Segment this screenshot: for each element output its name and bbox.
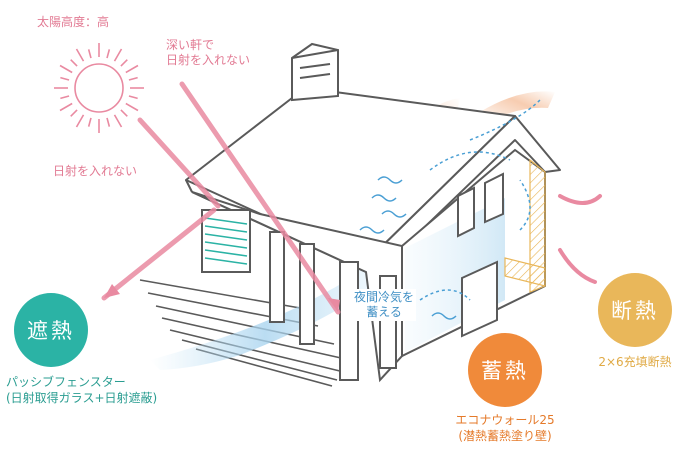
heat-storage-caption: エコナウォール25 (潜熱蓄熱塗り壁): [439, 412, 571, 444]
sun-ray: [125, 102, 139, 112]
sun-ray: [59, 64, 73, 74]
heat-shield-badge: 遮熱: [14, 293, 88, 367]
airflow-dashes: [419, 99, 541, 301]
sun-icon: [54, 43, 144, 133]
heat-shield-caption-line-1: パッシブフェンスター: [6, 375, 126, 389]
sun-ray: [70, 109, 78, 117]
sun-ray: [75, 48, 85, 62]
sun-ray: [106, 49, 111, 59]
night-cool-line-1: 夜間冷気を: [354, 290, 415, 304]
sun-ray: [60, 95, 70, 100]
heat-storage-wall: [405, 198, 505, 352]
insulation-layer: [504, 158, 546, 293]
insulation-badge: 断熱: [598, 273, 672, 347]
night-cool-label: 夜間冷気を 蓄える: [352, 289, 417, 321]
sunlight-arrows: [101, 81, 341, 315]
cool-air-stream: [150, 260, 380, 370]
sun-ray: [60, 76, 70, 81]
deep-eaves-label: 深い軒で 日射を入れない: [166, 38, 250, 68]
sun-ray: [87, 117, 92, 127]
heat-storage-caption-line-2: (潜熱蓄熱塗り壁): [458, 429, 552, 444]
sun-ray: [113, 114, 123, 128]
sun-ray: [106, 117, 111, 127]
sun-ray: [120, 109, 128, 117]
sun-ray: [59, 102, 73, 112]
insulation-caption-line-1: 2×6充填断熱: [598, 355, 672, 369]
chimney: [291, 42, 339, 102]
sun-ray: [113, 48, 123, 62]
deep-eaves-line-1: 深い軒で: [166, 38, 215, 52]
sun-ray: [125, 64, 139, 74]
insulation-caption: 2×6充填断熱: [592, 354, 678, 370]
sun-ray: [128, 95, 138, 100]
sun-ray: [128, 76, 138, 81]
sun-shading-shutter: [201, 209, 251, 273]
no-sunlight-label: 日射を入れない: [53, 164, 138, 178]
heat-shield-caption-line-2: (日射取得ガラス+日射遮蔽): [6, 391, 158, 406]
heat-storage-badge: 蓄熱: [468, 333, 542, 407]
air-waves: [359, 176, 457, 320]
heat-release-arrows: [558, 194, 602, 284]
sunlight-arrowheads: [104, 284, 340, 312]
deep-eaves-line-2: 日射を入れない: [166, 53, 251, 67]
heat-storage-caption-line-1: エコナウォール25: [455, 413, 555, 427]
sun-altitude-label: 太陽高度：高: [37, 15, 110, 29]
sun-ray: [120, 59, 128, 67]
house-windows: [457, 172, 504, 338]
sun-ray: [87, 49, 92, 59]
heat-shield-caption: パッシブフェンスター (日射取得ガラス+日射遮蔽): [6, 374, 157, 406]
night-cool-line-2: 蓄える: [366, 305, 402, 319]
sun-ray: [75, 114, 85, 128]
sun-ray: [70, 59, 78, 67]
